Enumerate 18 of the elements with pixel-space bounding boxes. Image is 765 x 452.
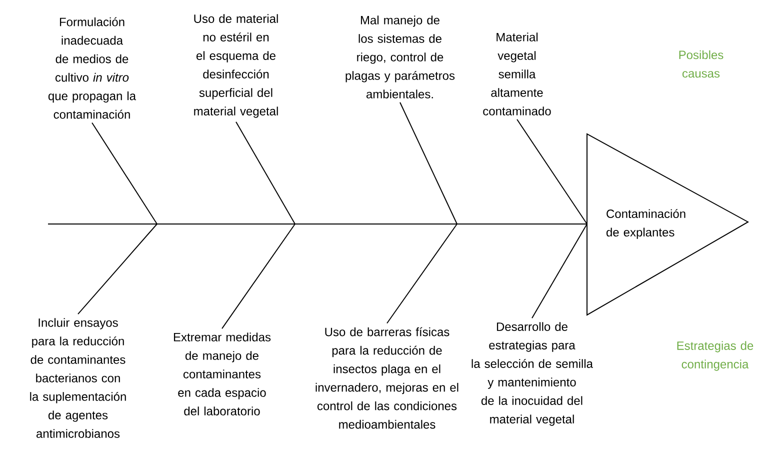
section-heading: Estrategias de contingencia xyxy=(677,341,754,371)
bone-line xyxy=(78,224,158,315)
bone-line xyxy=(516,118,588,224)
cause-text: Formulación inadecuada de medios de cultivo in vitro que propagan la contaminación xyxy=(48,17,136,119)
bone-line xyxy=(92,122,158,224)
cause-text: Uso de barreras físicas para la reducción de insectos plaga en el invernadero, mejoras en el control de las condiciones medioambientales xyxy=(316,327,458,429)
bone-line xyxy=(222,224,296,330)
cause-text: Incluir ensayos para la reducción de contaminantes bacterianos con la suplementación de agentes antimicrobianos xyxy=(30,318,126,438)
section-heading: Posibles causas xyxy=(679,50,724,78)
bone-line xyxy=(532,224,588,319)
cause-text: Uso de material no estéril en el esquema de desinfección superficial del material vegetal xyxy=(194,14,278,118)
cause-text: Mal manejo de los sistemas de riego, control de plagas y parámetros ambientales. xyxy=(346,16,455,98)
bone-line xyxy=(400,102,458,224)
bone-line xyxy=(236,121,296,224)
cause-text: Material vegetal semilla altamente contaminado xyxy=(483,32,551,116)
cause-text: Extremar medidas de manejo de contaminantes en cada espacio del laboratorio xyxy=(174,332,271,416)
cause-text: Desarrollo de estrategias para la selección de semilla y mantenimiento de la inocuidad del material vegetal xyxy=(472,322,593,426)
bone-line xyxy=(386,224,458,324)
